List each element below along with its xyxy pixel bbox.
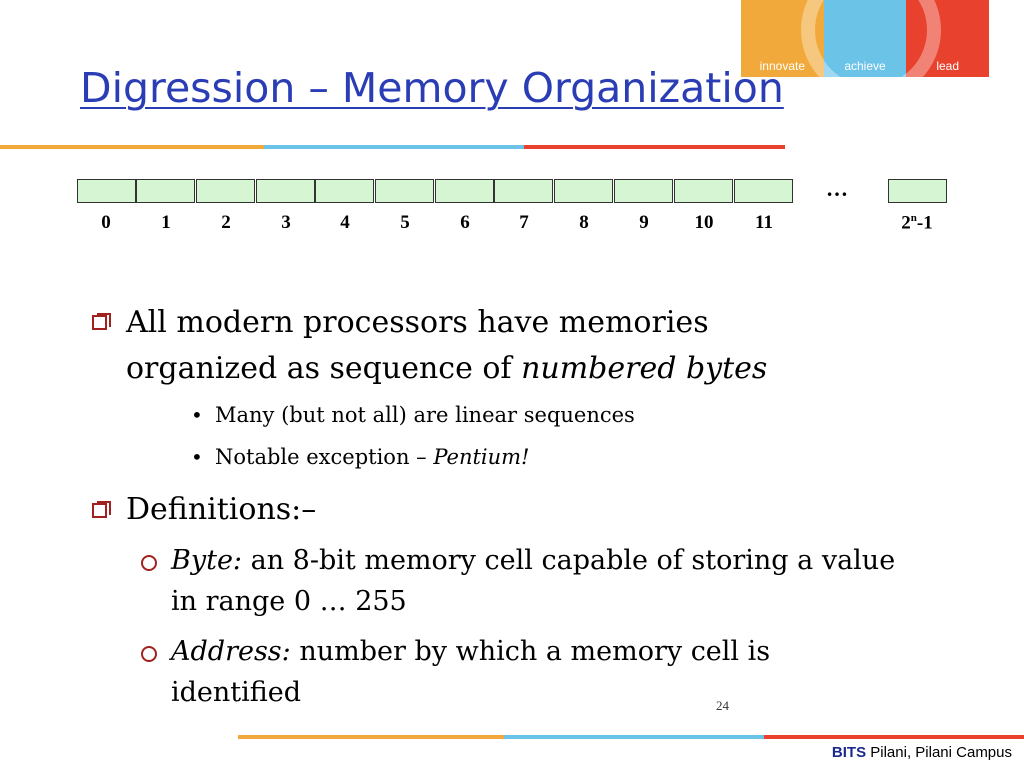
- memory-index: 11: [755, 212, 773, 233]
- memory-index: 4: [340, 212, 350, 233]
- memory-index: 2: [221, 212, 231, 233]
- logo-word: innovate: [759, 59, 806, 73]
- top-rule-blue: [264, 145, 524, 149]
- definition-line: in range 0 … 255: [171, 586, 407, 617]
- memory-index: 6: [460, 212, 470, 233]
- memory-cell: [196, 179, 255, 203]
- memory-index: 10: [694, 212, 714, 233]
- bullet-definitions: Definitions:–: [126, 492, 317, 527]
- bullet-text: organized as sequence of: [126, 351, 522, 386]
- memory-cell: [674, 179, 733, 203]
- circle-bullet-icon: [141, 646, 157, 662]
- definition-line: Byte: an 8-bit memory cell capable of st…: [171, 540, 971, 581]
- footer-brand: BITS: [831, 744, 867, 761]
- last-index-exponent: n: [910, 212, 917, 224]
- memory-cell: [77, 179, 136, 203]
- footer-text: Pilani, Pilani Campus: [866, 744, 1012, 761]
- definition-term: Byte:: [171, 545, 243, 576]
- memory-cell: [375, 179, 434, 203]
- footer-campus: BITS Pilani, Pilani Campus: [832, 744, 1012, 761]
- sub-bullet-linear: Many (but not all) are linear sequences: [215, 403, 635, 427]
- memory-cell: [435, 179, 494, 203]
- memory-index: 9: [639, 212, 649, 233]
- dot-bullet-icon: •: [191, 403, 203, 427]
- memory-index: 0: [101, 212, 111, 233]
- memory-cell: [554, 179, 613, 203]
- last-index-base: 2: [901, 212, 911, 234]
- brand-logo: innovate achieve lead: [741, 0, 990, 100]
- memory-index: 3: [281, 212, 291, 233]
- last-index-suffix: -1: [916, 212, 933, 234]
- bullet-line: All modern processors have memories: [126, 305, 709, 340]
- page-number: 24: [716, 698, 729, 713]
- definition-text: number by which a memory cell is: [290, 636, 771, 667]
- definition-term: Address:: [171, 636, 291, 667]
- memory-cell: [614, 179, 673, 203]
- definition-byte: Byte: an 8-bit memory cell capable of st…: [171, 540, 971, 622]
- memory-cell: [315, 179, 374, 203]
- memory-cell: [734, 179, 793, 203]
- bullet-text: Notable exception –: [215, 445, 434, 469]
- definition-text: an 8-bit memory cell capable of storing …: [242, 545, 896, 576]
- circle-bullet-icon: [141, 555, 157, 571]
- definition-address: Address: number by which a memory cell i…: [171, 631, 971, 713]
- bottom-rule-red: [764, 735, 1024, 739]
- memory-cell: [256, 179, 315, 203]
- ellipsis: …: [826, 176, 848, 201]
- definition-line: Address: number by which a memory cell i…: [171, 631, 971, 672]
- bullet-emphasis: numbered bytes: [521, 351, 768, 386]
- logo-word: lead: [936, 59, 960, 73]
- dot-bullet-icon: •: [191, 445, 203, 469]
- bullet-line: organized as sequence of numbered bytes: [126, 346, 906, 392]
- memory-index: 5: [400, 212, 410, 233]
- gear-icon: [801, 0, 941, 100]
- memory-cell-last: [888, 179, 947, 203]
- box-bullet-icon: [92, 313, 111, 330]
- memory-index: 7: [519, 212, 529, 233]
- definition-line: identified: [171, 677, 302, 708]
- top-rule-orange: [0, 145, 264, 149]
- bullet-processors: All modern processors have memories orga…: [126, 300, 906, 392]
- memory-cell: [136, 179, 195, 203]
- sub-bullet-exception: Notable exception – Pentium!: [215, 445, 530, 469]
- memory-index-last: 2n-1: [887, 212, 947, 234]
- bullet-emphasis: Pentium!: [433, 445, 530, 469]
- top-rule-red: [524, 145, 785, 149]
- slide-title: Digression – Memory Organization: [80, 64, 784, 112]
- bottom-rule-orange: [238, 735, 504, 739]
- memory-cell: [494, 179, 553, 203]
- box-bullet-icon: [92, 501, 111, 518]
- bottom-rule-blue: [504, 735, 764, 739]
- memory-index: 8: [579, 212, 589, 233]
- memory-index: 1: [161, 212, 171, 233]
